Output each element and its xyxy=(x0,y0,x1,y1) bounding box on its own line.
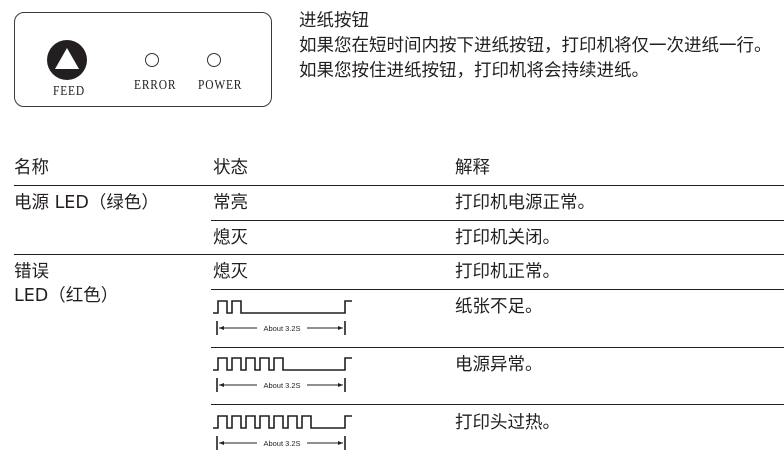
blink-2-waveform-icon: About 3.2S xyxy=(213,300,352,335)
group-rule xyxy=(14,254,784,255)
error-led-name-line1: 错误 xyxy=(14,262,49,282)
feed-button-description: 进纸按钮 如果您在短时间内按下进纸按钮，打印机将仅一次进纸一行。如果您按住进纸按… xyxy=(299,9,784,84)
feed-button xyxy=(47,40,87,80)
header-explanation: 解释 xyxy=(455,158,490,178)
status-cell: 熄灭 xyxy=(213,262,248,282)
row-rule xyxy=(211,347,784,348)
explanation-cell: 打印机电源正常。 xyxy=(455,193,595,213)
explanation-cell: 打印机关闭。 xyxy=(455,228,560,248)
description-body: 如果您在短时间内按下进纸按钮，打印机将仅一次进纸一行。如果您按住进纸按钮，打印机… xyxy=(299,36,772,81)
header-rule xyxy=(14,185,784,186)
description-title: 进纸按钮 xyxy=(299,11,369,31)
header-name: 名称 xyxy=(14,158,49,178)
svg-text:About 3.2S: About 3.2S xyxy=(263,324,300,333)
explanation-cell: 纸张不足。 xyxy=(455,297,543,317)
blink-5-waveform-icon: About 3.2S xyxy=(213,357,352,392)
power-label: POWER xyxy=(198,78,243,93)
header-status: 状态 xyxy=(213,158,248,178)
blink-7-waveform-icon: About 3.2S xyxy=(213,415,352,450)
error-led-name-line2: LED（红色） xyxy=(14,286,119,306)
power-led-name: 电源 LED（绿色） xyxy=(14,193,159,213)
explanation-cell: 打印机正常。 xyxy=(455,262,560,282)
power-led xyxy=(207,53,221,67)
status-cell: 常亮 xyxy=(213,193,248,213)
svg-text:About 3.2S: About 3.2S xyxy=(263,439,300,448)
row-rule xyxy=(211,289,784,290)
error-led xyxy=(145,53,159,67)
explanation-cell: 打印头过热。 xyxy=(455,413,560,433)
triangle-up-icon xyxy=(55,48,79,69)
svg-text:About 3.2S: About 3.2S xyxy=(263,381,300,390)
explanation-cell: 电源异常。 xyxy=(455,355,543,375)
row-rule xyxy=(211,404,784,405)
row-rule xyxy=(211,220,784,221)
feed-label: FEED xyxy=(53,84,85,99)
status-cell: 熄灭 xyxy=(213,228,248,248)
error-label: ERROR xyxy=(134,78,177,93)
printer-control-panel: FEED ERROR POWER xyxy=(14,12,272,107)
